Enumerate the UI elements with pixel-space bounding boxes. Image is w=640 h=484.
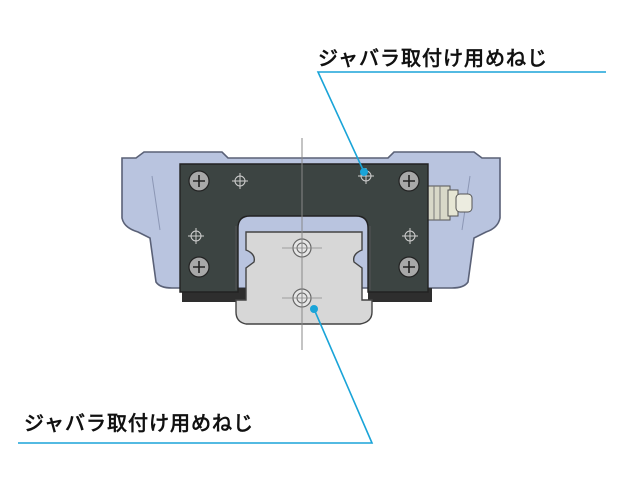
phillips-screw-icon <box>188 170 210 192</box>
block-groove-outline <box>235 226 371 290</box>
grease-nipple-icon <box>427 185 473 221</box>
leader-dot-top <box>360 168 368 176</box>
guide-block <box>179 163 429 293</box>
tapped-hole-mark <box>188 168 418 244</box>
carriage-rail <box>235 231 373 325</box>
leader-line-bottom <box>18 308 374 444</box>
callout-label-bottom: ジャバラ取付け用めねじ <box>24 411 254 435</box>
leader-line-top <box>316 71 606 173</box>
leader-dot-bottom <box>310 305 318 313</box>
phillips-screw-icon <box>188 256 210 278</box>
phillips-screw-icon <box>398 170 420 192</box>
phillips-screw-icon <box>398 256 420 278</box>
callout-label-top: ジャバラ取付け用めねじ <box>318 46 548 70</box>
